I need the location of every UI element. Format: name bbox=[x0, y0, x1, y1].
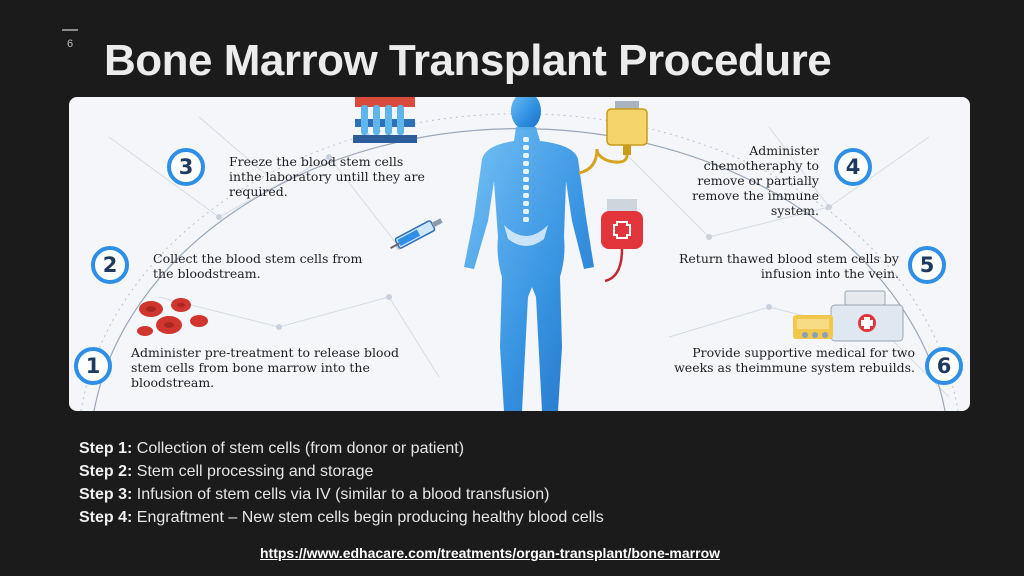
step-text-6: Provide supportive medical for two weeks… bbox=[674, 345, 915, 375]
summary-step-text: Engraftment – New stem cells begin produ… bbox=[136, 509, 604, 526]
step-text-2: Collect the blood stem cells from the bl… bbox=[153, 251, 363, 281]
slide-number: 6 bbox=[66, 38, 74, 50]
summary-step-text: Infusion of stem cells via IV (similar t… bbox=[136, 486, 550, 503]
summary-step-4: Step 4: Engraftment – New stem cells beg… bbox=[79, 506, 879, 529]
summary-step-3: Step 3: Infusion of stem cells via IV (s… bbox=[79, 483, 879, 506]
human-body-icon bbox=[464, 97, 594, 411]
slide-number-bar bbox=[62, 29, 78, 31]
summary-step-1: Step 1: Collection of stem cells (from d… bbox=[79, 437, 879, 460]
summary-step-label: Step 1: bbox=[79, 440, 133, 457]
summary-step-label: Step 2: bbox=[79, 463, 133, 480]
step-badge-5: 5 bbox=[908, 246, 946, 284]
summary-step-label: Step 3: bbox=[79, 486, 133, 503]
iv-bag-icon bbox=[578, 101, 648, 175]
step-badge-6: 6 bbox=[925, 347, 963, 385]
blood-bag-icon bbox=[601, 199, 643, 283]
syringe-icon bbox=[390, 218, 443, 249]
blood-cells-icon bbox=[137, 298, 208, 336]
summary-step-2: Step 2: Stem cell processing and storage bbox=[79, 460, 879, 483]
step-text-4: Administer chemotheraphy to remove or pa… bbox=[692, 143, 819, 218]
step-badge-3: 3 bbox=[167, 148, 205, 186]
step-badge-4: 4 bbox=[834, 148, 872, 186]
page-title: Bone Marrow Transplant Procedure bbox=[104, 36, 832, 85]
summary-step-label: Step 4: bbox=[79, 509, 133, 526]
step-badge-1: 1 bbox=[74, 347, 112, 385]
procedure-steps-list: Step 1: Collection of stem cells (from d… bbox=[79, 437, 879, 529]
source-link[interactable]: https://www.edhacare.com/treatments/orga… bbox=[260, 545, 721, 561]
procedure-infographic: 1 2 3 4 5 6 Administer pre-treatment to … bbox=[69, 97, 970, 411]
test-tubes-icon bbox=[353, 97, 417, 143]
medical-kit-icon bbox=[793, 290, 904, 342]
step-text-3: Freeze the blood stem cells inthe labora… bbox=[229, 154, 425, 199]
summary-step-text: Stem cell processing and storage bbox=[136, 463, 374, 480]
step-text-1: Administer pre-treatment to release bloo… bbox=[131, 345, 400, 390]
summary-step-text: Collection of stem cells (from donor or … bbox=[136, 440, 465, 457]
step-badge-2: 2 bbox=[91, 246, 129, 284]
step-text-5: Return thawed blood stem cells by infusi… bbox=[678, 251, 899, 281]
